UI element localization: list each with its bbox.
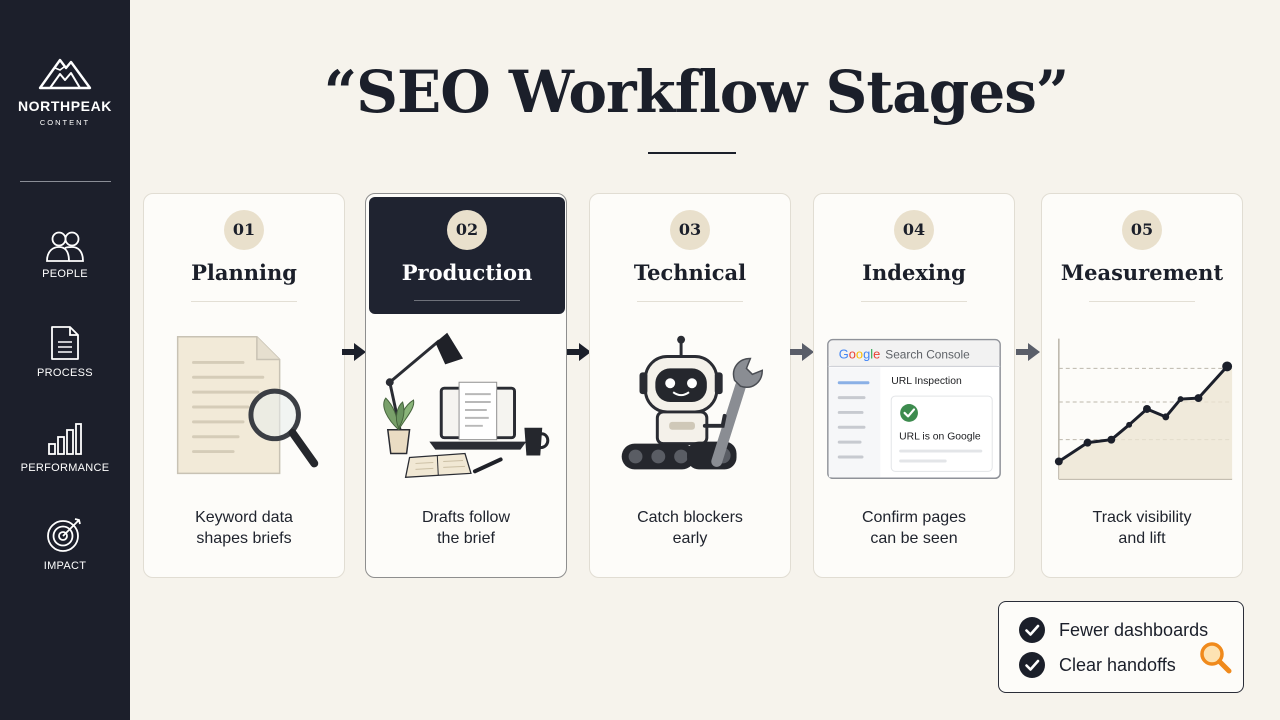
desk-laptop-icon bbox=[383, 332, 550, 478]
check-icon bbox=[900, 404, 918, 422]
check-circle-icon bbox=[1019, 617, 1045, 643]
stage-caption: Drafts follow the brief bbox=[421, 509, 511, 547]
stage-divider bbox=[637, 301, 743, 302]
stage-number: 04 bbox=[894, 210, 934, 250]
nav-item-process[interactable]: PROCESS bbox=[0, 325, 130, 379]
stage-divider bbox=[191, 301, 297, 302]
stage-header: 04 Indexing bbox=[814, 194, 1014, 314]
nav-label: PERFORMANCE bbox=[20, 462, 110, 474]
nav-item-people[interactable]: PEOPLE bbox=[0, 230, 130, 280]
nav-label: PROCESS bbox=[37, 367, 93, 379]
stage-caption: Keyword data shapes briefs bbox=[195, 509, 293, 547]
page-title: “SEO Workflow Stages” bbox=[323, 58, 1070, 126]
arrow-right-icon bbox=[1016, 343, 1040, 361]
stage-title: Indexing bbox=[862, 260, 966, 285]
stage-caption: Confirm pages can be seen bbox=[861, 509, 967, 547]
sidebar-divider bbox=[20, 181, 111, 182]
target-icon bbox=[47, 518, 81, 552]
stage-number: 05 bbox=[1122, 210, 1162, 250]
people-icon bbox=[46, 231, 84, 262]
brand-logo: NORTHPEAK CONTENT bbox=[0, 54, 130, 127]
arrow-right-icon bbox=[790, 343, 814, 361]
stage-divider bbox=[1089, 301, 1195, 302]
stage-header: 05 Measurement bbox=[1042, 194, 1242, 314]
document-magnifier-icon bbox=[176, 335, 319, 475]
arrow-right-icon bbox=[342, 343, 366, 361]
sidebar: NORTHPEAK CONTENT PEOPLE PROCESS PERFOR bbox=[0, 0, 130, 720]
stage-title: Measurement bbox=[1060, 260, 1224, 285]
benefit-text: Fewer dashboards bbox=[1059, 619, 1209, 640]
nav-item-performance[interactable]: PERFORMANCE bbox=[0, 422, 130, 474]
search-console-window: Google Search Console URL Inspection URL… bbox=[827, 338, 1001, 480]
index-status-text: URL is on Google bbox=[899, 432, 981, 443]
stage-number: 01 bbox=[224, 210, 264, 250]
stage-title: Technical bbox=[633, 260, 747, 285]
stage-card-production: 02 Production bbox=[365, 193, 567, 578]
line-chart-icon bbox=[1054, 338, 1233, 481]
stage-card-indexing: 04 Indexing Google Search Console URL In… bbox=[813, 193, 1015, 578]
title-underline bbox=[648, 152, 736, 154]
stage-header: 01 Planning bbox=[144, 194, 344, 314]
stage-number: 03 bbox=[670, 210, 710, 250]
nav-item-impact[interactable]: IMPACT bbox=[0, 516, 130, 572]
document-icon bbox=[51, 326, 79, 360]
benefit-item: Clear handoffs bbox=[1019, 652, 1176, 678]
search-console-label: Search Console bbox=[885, 347, 970, 361]
stage-divider bbox=[861, 301, 967, 302]
stage-header: 02 Production bbox=[369, 197, 565, 314]
benefit-text: Clear handoffs bbox=[1059, 654, 1176, 675]
stage-card-planning: 01 Planning Keyword data shapes briefs bbox=[143, 193, 345, 578]
check-circle-icon bbox=[1019, 652, 1045, 678]
benefit-item: Fewer dashboards bbox=[1019, 617, 1208, 643]
robot-wrench-icon bbox=[621, 335, 764, 470]
nav-label: PEOPLE bbox=[42, 268, 88, 280]
magnifier-icon bbox=[1200, 642, 1232, 674]
brand-name: NORTHPEAK bbox=[17, 98, 113, 114]
arrow-right-icon bbox=[567, 343, 591, 361]
mountain-logo-icon bbox=[38, 58, 92, 90]
stage-title: Production bbox=[401, 260, 533, 285]
stage-caption: Track visibility and lift bbox=[1092, 509, 1192, 547]
stage-title: Planning bbox=[191, 260, 297, 285]
nav-label: IMPACT bbox=[43, 560, 87, 572]
bar-chart-icon bbox=[48, 423, 82, 455]
stage-number: 02 bbox=[447, 210, 487, 250]
stage-card-technical: 03 Technical Catch blockers early bbox=[589, 193, 791, 578]
google-wordmark: Google bbox=[839, 346, 880, 361]
brand-subtitle: CONTENT bbox=[39, 118, 91, 127]
url-inspection-label: URL Inspection bbox=[891, 376, 962, 387]
benefits-box: Fewer dashboards Clear handoffs bbox=[998, 601, 1244, 693]
stage-caption: Catch blockers early bbox=[637, 509, 743, 547]
stage-card-measurement: 05 Measurement Track visibility and lift bbox=[1041, 193, 1243, 578]
stage-header: 03 Technical bbox=[590, 194, 790, 314]
stage-divider bbox=[414, 300, 520, 301]
